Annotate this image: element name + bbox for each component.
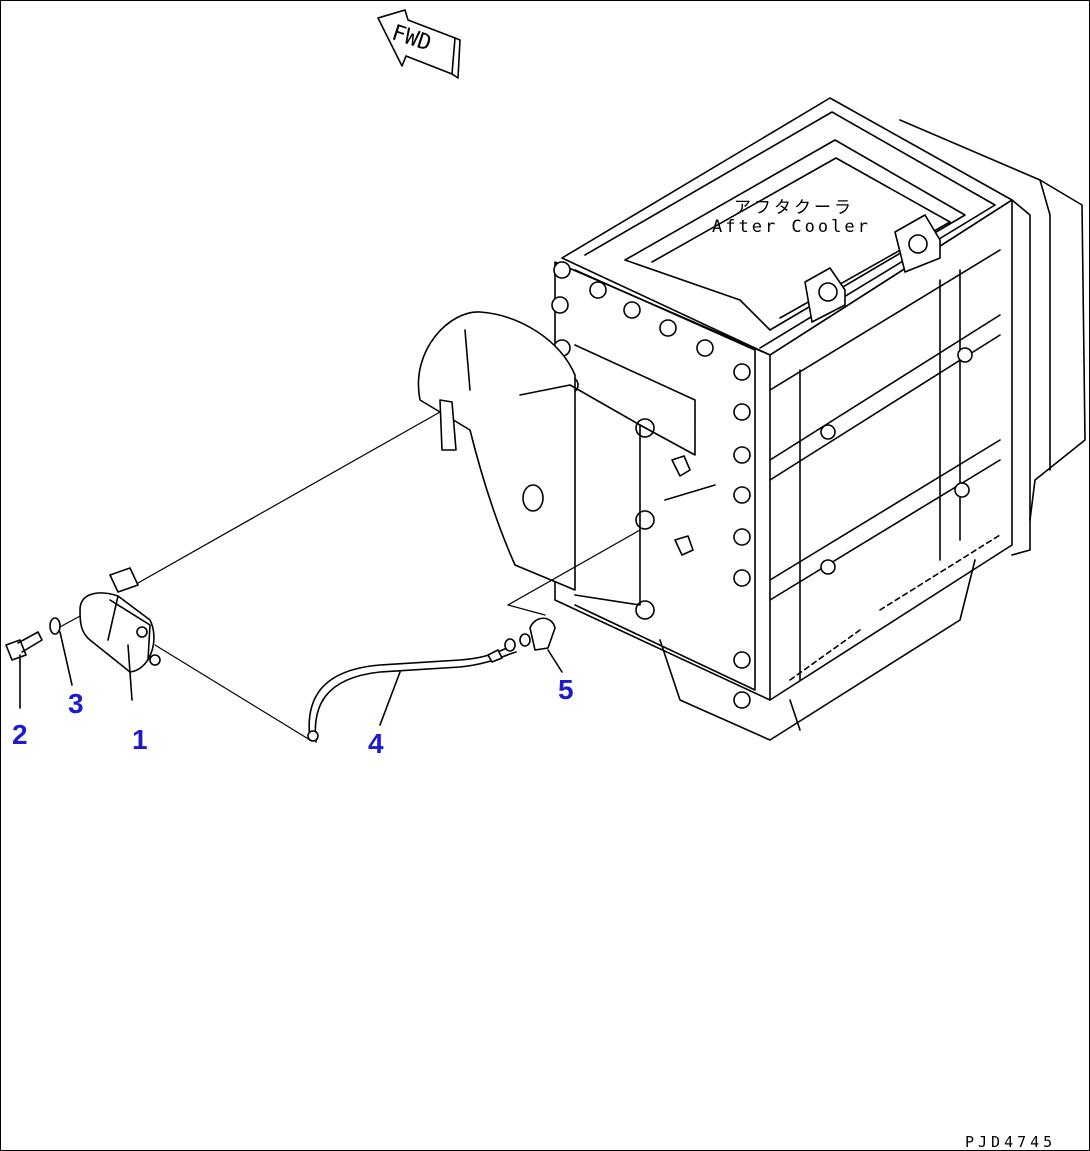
boot-part-5 [519,617,563,673]
relay-part-1 [79,567,161,701]
callout-4: 4 [368,728,384,759]
cable-part-4 [307,638,517,743]
after-cooler-label-japanese: アフタクーラ [734,198,854,218]
drawing-number: PJD4745 [965,1133,1057,1151]
callout-5: 5 [558,674,574,705]
after-cooler-label-english: After Cooler [712,217,871,237]
fwd-arrow: FWD [377,9,461,79]
washer-part-3 [49,617,73,686]
callout-2: 2 [12,719,28,750]
callout-1: 1 [132,724,148,755]
intake-duct [417,311,696,606]
bolt-part-2 [5,631,43,709]
heater-terminals [664,455,716,556]
callout-3: 3 [68,688,84,719]
